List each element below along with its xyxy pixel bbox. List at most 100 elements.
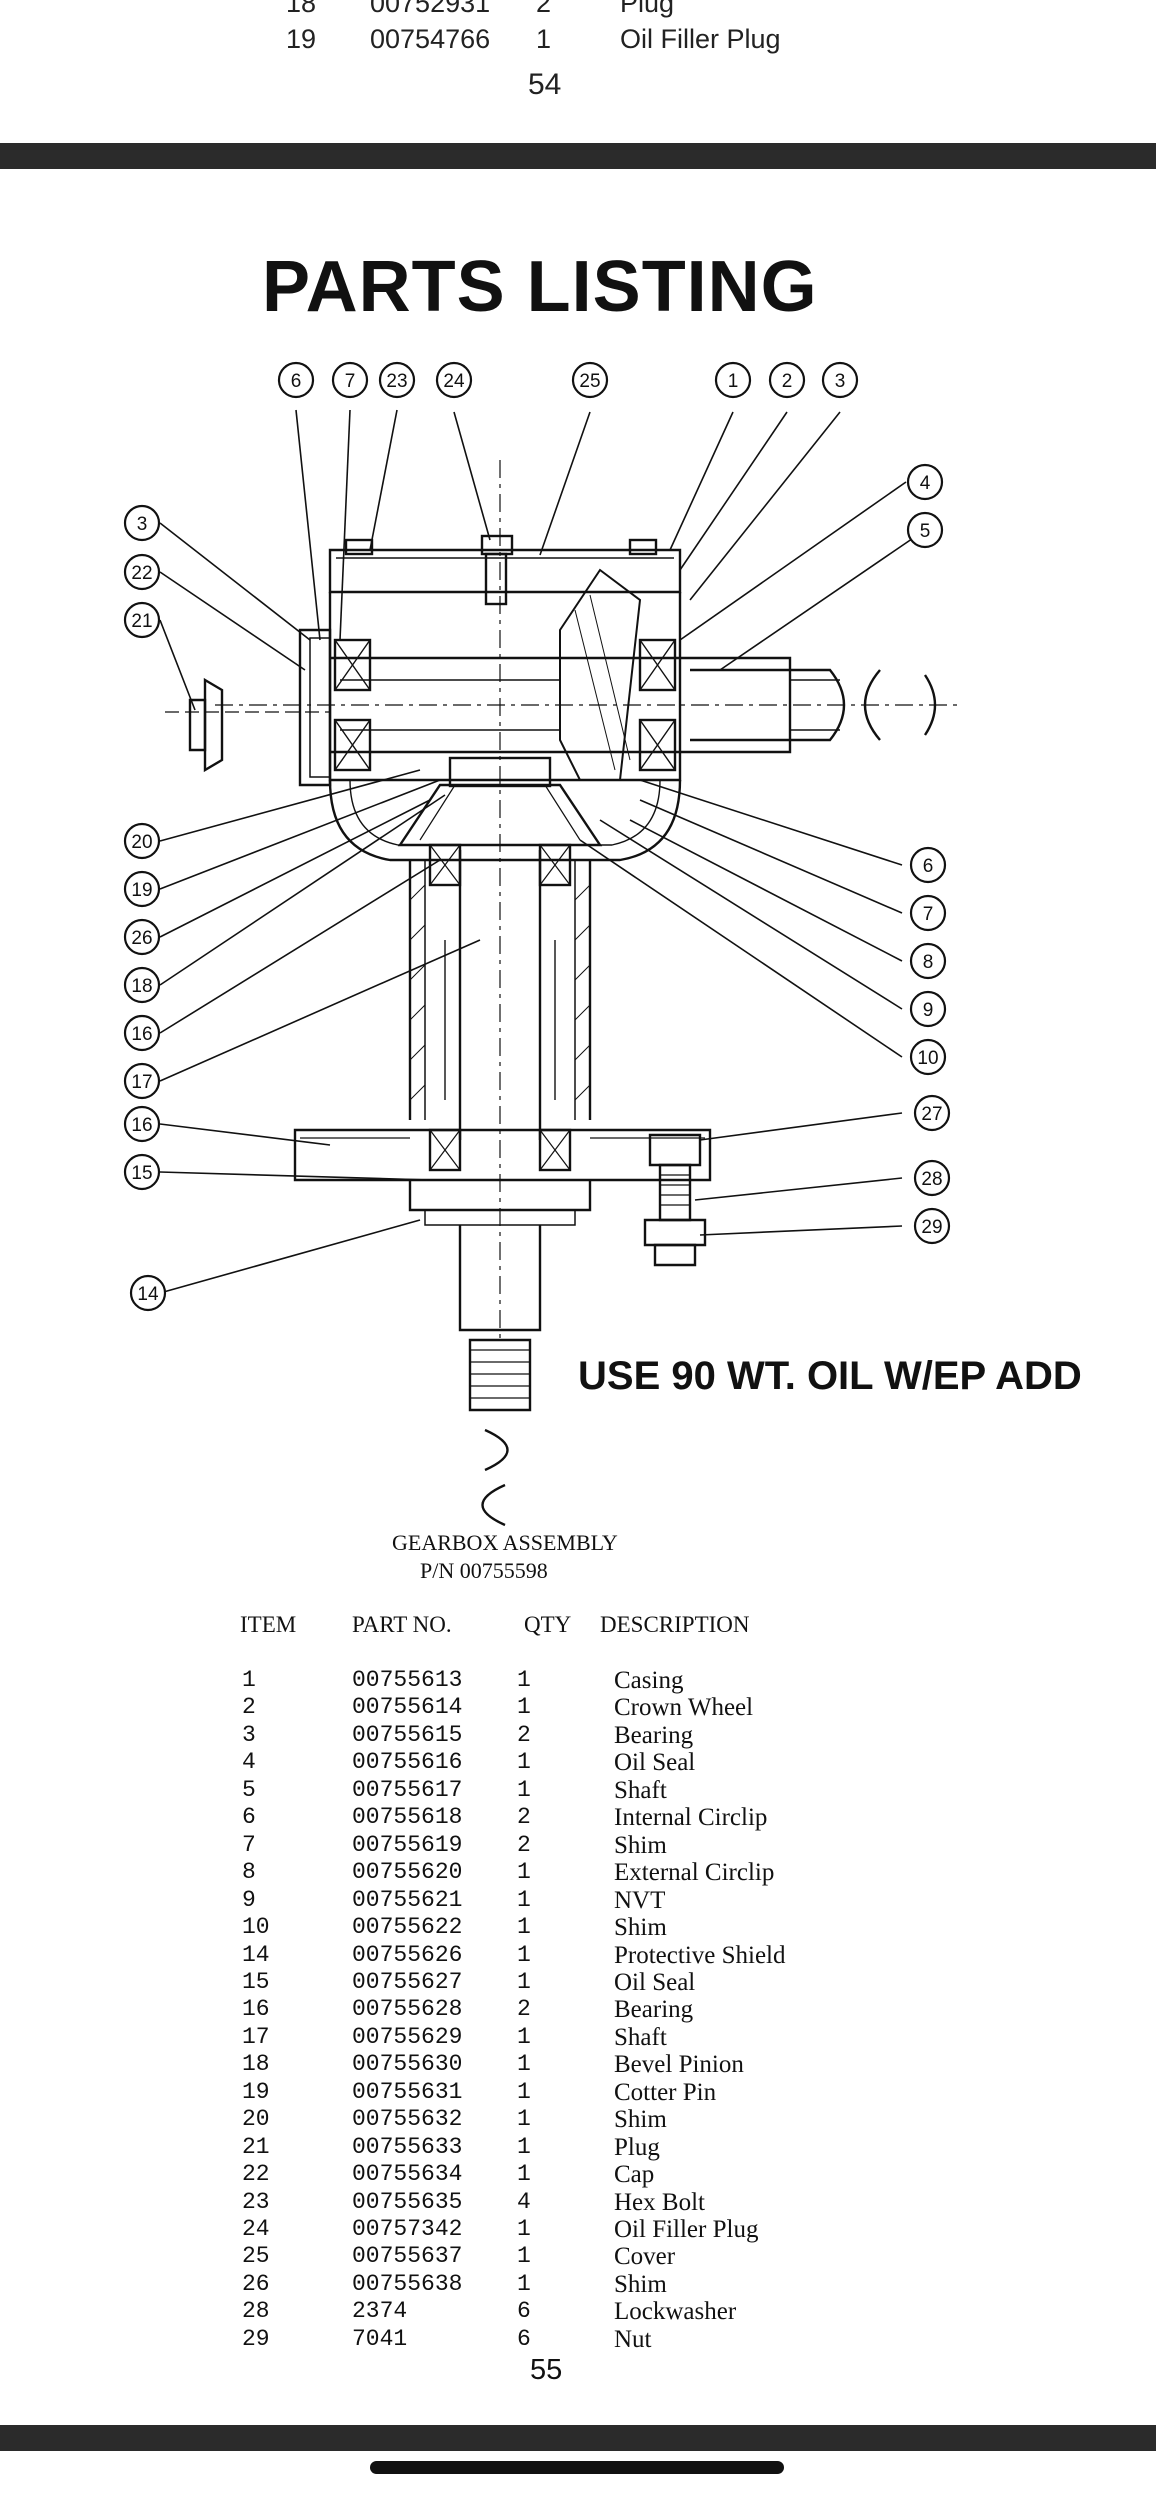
row-description: Bevel Pinion xyxy=(614,2051,744,2079)
row-part-no: 00755632 xyxy=(352,2106,463,2133)
svg-text:16: 16 xyxy=(131,1115,152,1136)
callout-7-right: 7 xyxy=(909,894,947,932)
callout-15: 15 xyxy=(123,1153,161,1191)
svg-text:4: 4 xyxy=(920,473,931,494)
row-qty: 1 xyxy=(517,1941,531,1968)
callout-20: 20 xyxy=(123,822,161,860)
svg-text:28: 28 xyxy=(921,1169,942,1190)
callout-23: 23 xyxy=(378,361,416,399)
table-row: 5 00755617 1 Shaft xyxy=(0,1777,1156,1805)
assembly-name: GEARBOX ASSEMBLY xyxy=(392,1530,618,1555)
row-qty: 1 xyxy=(517,1667,531,1693)
row-qty: 1 xyxy=(517,2023,531,2050)
row-item: 25 xyxy=(242,2243,270,2270)
row-item: 28 xyxy=(242,2298,270,2325)
row-description: Nut xyxy=(614,2325,652,2353)
row-item: 8 xyxy=(242,1859,256,1886)
row-description: Hex Bolt xyxy=(614,2188,705,2216)
callout-7-top: 7 xyxy=(331,361,369,399)
row-part-no: 00755629 xyxy=(352,2023,463,2050)
callout-5: 5 xyxy=(906,511,944,549)
callout-group: 6 7 23 24 25 1 2 3 4 5 3 22 21 20 19 26 … xyxy=(123,361,951,1312)
row-qty: 1 xyxy=(517,1776,531,1803)
callout-9: 9 xyxy=(909,990,947,1028)
row-qty: 1 xyxy=(517,1749,531,1776)
row-item: 10 xyxy=(242,1914,270,1941)
row-qty: 1 xyxy=(517,1694,531,1721)
row-item: 5 xyxy=(242,1776,256,1803)
callout-3-left: 3 xyxy=(123,504,161,542)
row-part-no: 00755617 xyxy=(352,1776,463,1803)
row-item: 19 xyxy=(242,2078,270,2105)
callout-6-right: 6 xyxy=(909,846,947,884)
header-item: ITEM xyxy=(240,1612,297,1637)
row-part-no: 00755633 xyxy=(352,2133,463,2160)
row-part-no: 00755637 xyxy=(352,2243,463,2270)
prev-page-number: 54 xyxy=(528,68,562,101)
callout-21: 21 xyxy=(123,601,161,639)
row-description: Oil Seal xyxy=(614,1968,696,1996)
row-description: Oil Seal xyxy=(614,1749,696,1777)
header-description: DESCRIPTION xyxy=(600,1612,750,1637)
row-item: 16 xyxy=(242,1996,270,2023)
row-qty: 1 xyxy=(517,1859,531,1886)
row-description: Bearing xyxy=(614,1721,694,1749)
callout-19: 19 xyxy=(123,870,161,908)
prev-row-part-no: 00754766 xyxy=(370,24,491,54)
row-qty: 1 xyxy=(517,1914,531,1941)
row-description: Shim xyxy=(614,2270,667,2298)
row-item: 21 xyxy=(242,2133,270,2160)
row-part-no: 00755631 xyxy=(352,2078,463,2105)
row-description: Internal Circlip xyxy=(614,1804,768,1832)
row-description: Plug xyxy=(614,2133,660,2161)
svg-text:6: 6 xyxy=(291,371,302,392)
row-qty: 2 xyxy=(517,1804,531,1831)
row-item: 15 xyxy=(242,1968,270,1995)
callout-6-top: 6 xyxy=(277,361,315,399)
assembly-part-number: P/N 00755598 xyxy=(420,1558,548,1583)
table-row: 21 00755633 1 Plug xyxy=(0,2134,1156,2162)
svg-text:17: 17 xyxy=(131,1072,152,1093)
svg-text:8: 8 xyxy=(923,952,934,973)
row-item: 3 xyxy=(242,1721,256,1748)
row-qty: 6 xyxy=(517,2325,531,2352)
callout-26: 26 xyxy=(123,918,161,956)
callout-24: 24 xyxy=(435,361,473,399)
svg-text:25: 25 xyxy=(579,371,600,392)
svg-text:29: 29 xyxy=(921,1217,942,1238)
home-indicator[interactable] xyxy=(370,2461,784,2474)
row-description: Casing xyxy=(614,1667,684,1694)
page-separator xyxy=(0,143,1156,169)
row-item: 24 xyxy=(242,2216,270,2242)
row-description: Crown Wheel xyxy=(614,1694,754,1722)
row-description: Shaft xyxy=(614,2023,667,2051)
row-description: Shaft xyxy=(614,1776,667,1804)
row-description: Oil Filler Plug xyxy=(614,2216,759,2243)
row-part-no: 00755628 xyxy=(352,1996,463,2023)
svg-text:6: 6 xyxy=(923,856,934,877)
header-qty: QTY xyxy=(524,1612,572,1637)
row-description: Shim xyxy=(614,1914,667,1942)
prev-row-item: 18 xyxy=(286,0,317,18)
row-item: 22 xyxy=(242,2161,270,2188)
row-item: 4 xyxy=(242,1749,256,1776)
callout-4: 4 xyxy=(906,463,944,501)
row-qty: 2 xyxy=(517,1721,531,1748)
svg-text:7: 7 xyxy=(923,904,934,925)
callout-1: 1 xyxy=(714,361,752,399)
page-title: PARTS LISTING xyxy=(262,247,818,327)
row-qty: 1 xyxy=(517,2133,531,2160)
callout-3-top: 3 xyxy=(821,361,859,399)
row-qty: 2 xyxy=(517,1831,531,1858)
row-part-no: 00755630 xyxy=(352,2051,463,2078)
